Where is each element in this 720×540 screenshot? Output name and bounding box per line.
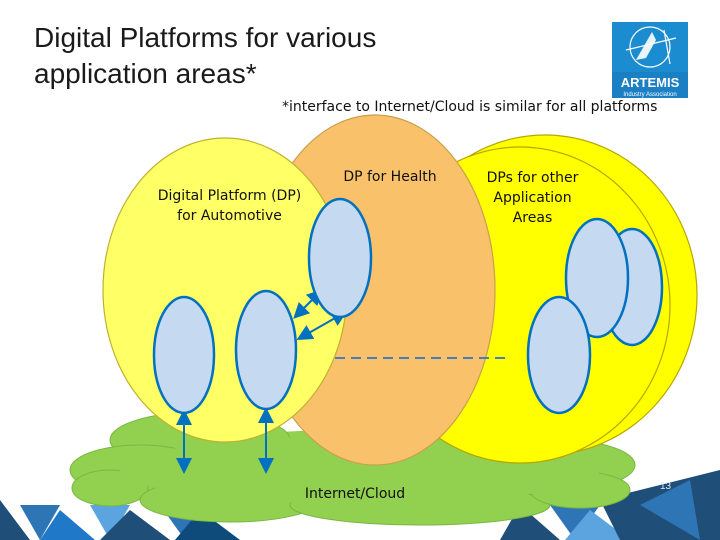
title-line-2: application areas* [34,58,257,89]
other-node-front [564,217,630,339]
other-label-line-1: DPs for other [486,170,579,186]
automotive-node-2 [234,289,298,411]
other-label-line-3: Areas [512,210,553,226]
automotive-circle [102,137,348,443]
logo-tagline: Industry Association [623,92,676,98]
footnote: *interface to Internet/Cloud is similar … [282,99,658,115]
automotive-label: Digital Platform (DP) for Automotive [142,186,317,226]
health-node [307,197,373,319]
automotive-label-line-2: for Automotive [177,208,282,224]
logo-name: ARTEMIS [621,75,680,90]
other-areas-label: DPs for other Application Areas [470,168,595,228]
slide-title: Digital Platforms for various applicatio… [34,20,454,92]
page-number: 13 [660,481,672,492]
automotive-node-1 [152,295,216,415]
artemis-logo: ARTEMIS Industry Association [612,22,688,98]
health-label: DP for Health [343,169,437,185]
other-node-lower [526,295,592,415]
automotive-label-line-1: Digital Platform (DP) [157,188,302,204]
cloud-label: Internet/Cloud [304,486,406,502]
other-label-line-2: Application [493,190,572,206]
title-line-1: Digital Platforms for various [34,22,377,53]
